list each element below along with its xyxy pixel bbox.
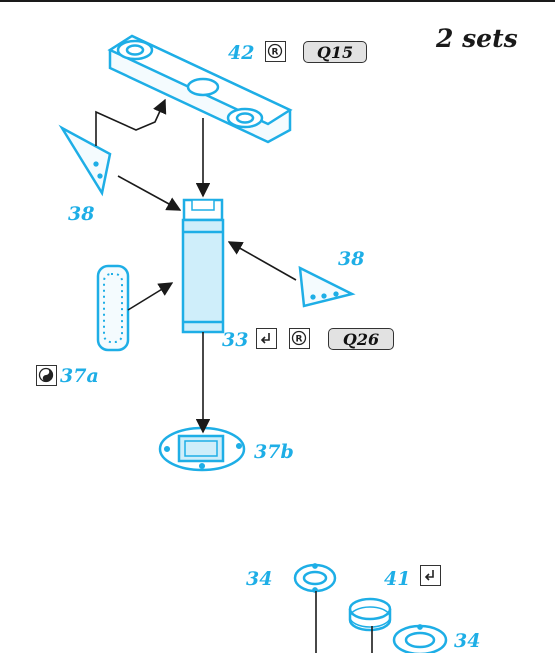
registered-mark-icon: R [289, 328, 310, 349]
part-number-33: 33 [222, 329, 249, 351]
yin-yang-icon [36, 365, 57, 386]
hook-arrow-icon [420, 565, 441, 586]
part-38-right-triangle [298, 265, 356, 308]
part-number-34-bottom: 34 [454, 630, 481, 652]
assembly-arrows [95, 98, 373, 653]
svg-text:R: R [272, 48, 279, 58]
code-badge-q26: Q26 [328, 328, 394, 350]
part-34-bottom-ring [392, 624, 448, 653]
part-34-top-ring [293, 563, 337, 593]
part-37b-base [158, 426, 246, 472]
part-number-34-top: 34 [246, 568, 273, 590]
part-42-plate [107, 34, 293, 144]
part-number-42: 42 [228, 42, 255, 64]
part-number-37b: 37b [254, 441, 294, 463]
quantity-label: 2 sets [436, 24, 518, 53]
part-number-41: 41 [384, 568, 411, 590]
hook-arrow-icon [256, 328, 277, 349]
top-rule [0, 0, 555, 2]
part-number-37a: 37a [60, 365, 99, 387]
part-33-upright [181, 198, 225, 334]
part-41-cap [348, 597, 392, 632]
code-badge-q15: Q15 [303, 41, 367, 63]
part-number-38-left: 38 [68, 203, 95, 225]
part-number-38-right: 38 [338, 248, 365, 270]
svg-text:R: R [296, 335, 303, 345]
part-38-left-triangle [58, 124, 112, 197]
part-37a-panel [96, 264, 130, 352]
registered-mark-icon: R [265, 41, 286, 62]
